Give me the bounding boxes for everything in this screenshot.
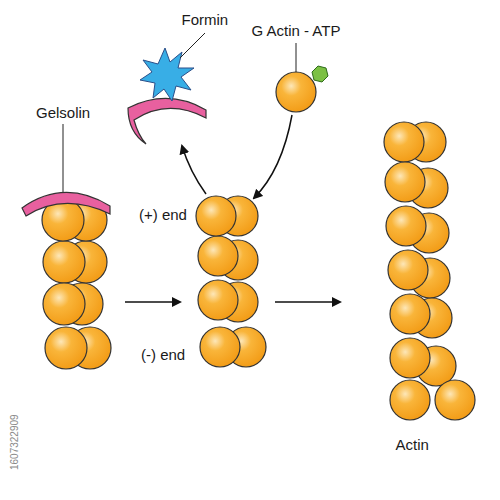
g-actin-ball	[276, 72, 316, 112]
gelsolin-shape	[22, 192, 110, 216]
formin-crescent	[128, 98, 206, 144]
part-label: G Actin - ATP	[252, 22, 341, 40]
leader-line	[296, 43, 297, 72]
middle-filament	[196, 196, 266, 367]
part-label: Actin	[396, 436, 429, 454]
watermark: 1607322909	[6, 414, 24, 470]
part-label: Formin	[182, 11, 229, 29]
end-label: (+) end	[139, 206, 187, 224]
process-arrow	[254, 115, 292, 198]
right-filament	[384, 122, 475, 420]
leader-line	[180, 33, 205, 58]
formin-star	[140, 48, 194, 101]
atp-hexagon	[312, 66, 328, 82]
end-label: (-) end	[141, 346, 185, 364]
left-filament	[42, 199, 111, 369]
part-label: Gelsolin	[36, 104, 90, 122]
leader-line	[63, 124, 64, 192]
process-arrow	[125, 301, 180, 303]
process-arrow	[275, 301, 340, 303]
process-arrow	[182, 146, 206, 194]
